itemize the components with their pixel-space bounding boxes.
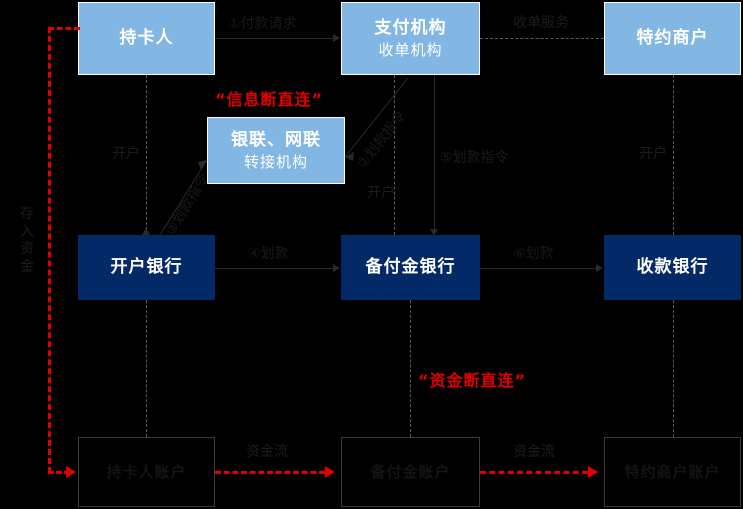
- node-cardholder-label: 持卡人: [119, 27, 174, 48]
- node-cardholder[interactable]: 持卡人: [78, 2, 215, 75]
- node-issuing-bank-label: 开户银行: [110, 256, 183, 277]
- edge-transfer-6-line: [480, 268, 596, 269]
- edge-label-transfer-6: ⑥划款: [513, 246, 554, 262]
- edge-reserve-bank-to-account-line: [410, 300, 411, 437]
- edge-payment-request-line: [215, 38, 333, 39]
- node-switching-institution[interactable]: 银联、网联 转接机构: [207, 117, 345, 184]
- node-payment-institution-sublabel: 收单机构: [378, 40, 443, 59]
- edge-fund-flow-left-arrow: [325, 466, 335, 478]
- node-cardholder-account[interactable]: 持卡人账户: [78, 437, 215, 507]
- node-merchant-label: 特约商户: [636, 27, 709, 48]
- edge-label-deposit-funds: 存入资金: [20, 206, 34, 275]
- node-merchant-account-label: 特约商户账户: [624, 462, 721, 481]
- node-switching-institution-sublabel: 转接机构: [243, 152, 308, 171]
- node-reserve-bank[interactable]: 备付金银行: [341, 235, 480, 300]
- edge-open-account-right-line: [673, 75, 674, 235]
- annotation-fund-disconnect: “资金断直连”: [418, 371, 527, 390]
- edge-deposit-arrow: [66, 466, 76, 478]
- annotation-info-disconnect: “信息断直连”: [215, 90, 324, 109]
- edge-label-open-account-right: 开户: [639, 146, 667, 162]
- edge-fund-flow-right-arrow: [588, 466, 598, 478]
- edge-transfer-4-arrow: [333, 264, 340, 272]
- node-reserve-account[interactable]: 备付金账户: [341, 437, 480, 507]
- edge-issuing-bank-to-account-line: [146, 300, 147, 437]
- node-reserve-account-label: 备付金账户: [370, 462, 451, 481]
- edge-instruction-5-arrow: [430, 229, 438, 236]
- edge-label-payment-request: ①付款请求: [228, 16, 297, 32]
- edge-deposit-vertical-segment: [48, 27, 51, 473]
- node-payment-institution-label: 支付机构: [374, 17, 447, 38]
- edge-receiving-bank-to-account-line: [673, 300, 674, 437]
- edge-open-account-left-line: [146, 75, 147, 235]
- edge-open-account-left-arrow: [142, 228, 150, 235]
- node-merchant[interactable]: 特约商户: [604, 2, 741, 75]
- edge-label-open-account-left: 开户: [112, 146, 140, 162]
- edge-open-account-mid-line: [394, 75, 395, 235]
- node-cardholder-account-label: 持卡人账户: [106, 462, 187, 481]
- edge-deposit-bottom-segment: [48, 471, 70, 474]
- node-issuing-bank[interactable]: 开户银行: [78, 235, 215, 300]
- edge-instruction-5-line: [434, 75, 435, 233]
- edge-label-open-account-mid: 开户: [367, 185, 395, 201]
- edge-label-transfer-4: ④划款: [248, 246, 289, 262]
- edge-fund-flow-right-line: [480, 471, 588, 474]
- edge-transfer-6-arrow: [596, 264, 603, 272]
- edge-label-fund-flow-right: 资金流: [513, 444, 555, 460]
- edge-payment-request-arrow: [333, 34, 340, 42]
- edge-label-acquiring-service: 收单服务: [513, 15, 569, 31]
- edge-deposit-top-segment: [48, 27, 80, 30]
- node-receiving-bank-label: 收款银行: [636, 256, 709, 277]
- edge-label-fund-flow-left: 资金流: [246, 444, 288, 460]
- node-merchant-account[interactable]: 特约商户账户: [604, 437, 741, 507]
- node-payment-institution[interactable]: 支付机构 收单机构: [341, 2, 480, 75]
- node-switching-institution-label: 银联、网联: [231, 129, 321, 150]
- edge-transfer-4-line: [215, 268, 333, 269]
- edge-fund-flow-left-line: [215, 471, 325, 474]
- edge-label-instruction-5: ⑤划款指令: [440, 150, 509, 166]
- node-reserve-bank-label: 备付金银行: [365, 256, 456, 277]
- node-receiving-bank[interactable]: 收款银行: [604, 235, 741, 300]
- edge-acquiring-service-line: [480, 38, 604, 39]
